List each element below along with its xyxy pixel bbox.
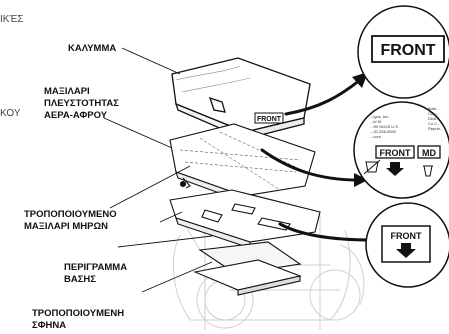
label-wedge: ΤΡΟΠΟΠΟΙΟΥΜΕΝΗ ΣΦΗΝΑ bbox=[32, 308, 124, 332]
front-label-mid: FRONT bbox=[380, 148, 411, 158]
label-text-block-right: Auth... Calc... Dedi... Co C... Repub... bbox=[428, 106, 443, 131]
thigh-cushion bbox=[170, 190, 320, 248]
label-cover: ΚΑΛΥΜΜΑ bbox=[68, 43, 116, 55]
md-badge: MD bbox=[422, 148, 436, 158]
label-base-outline: ΠΕΡΙΓΡΑΜΜΑ ΒΑΣΗΣ bbox=[64, 262, 127, 286]
callout-circle-front-bottom: FRONT bbox=[366, 203, 449, 287]
front-label-large: FRONT bbox=[380, 42, 435, 59]
label-air-foam-cushion: ΜΑΞΙΛΑΡΙ ΠΛΕΥΣΤΟΤΗΤΑΣ ΑΕΡΑ-ΑΦΡΟΥ bbox=[44, 86, 119, 122]
svg-text:Repub...: Repub... bbox=[428, 126, 443, 131]
svg-text:FRONT: FRONT bbox=[257, 116, 282, 123]
base-and-wedge bbox=[195, 242, 300, 295]
front-label-bottom: FRONT bbox=[391, 231, 422, 241]
callout-circle-label: ...igns, Inc. ...ld St ...WI 54115 U.S. … bbox=[354, 102, 449, 198]
label-thigh-cushion: ΤΡΟΠΟΠΟΙΟΥΜΕΝΟ ΜΑΞΙΛΑΡΙ ΜΗΡΩΝ bbox=[24, 209, 117, 233]
callout-circle-front: FRONT bbox=[358, 6, 449, 98]
svg-text:...com: ...com bbox=[370, 134, 382, 139]
air-foam-cushion bbox=[170, 124, 315, 202]
cover-front-tag: FRONT bbox=[255, 113, 283, 123]
